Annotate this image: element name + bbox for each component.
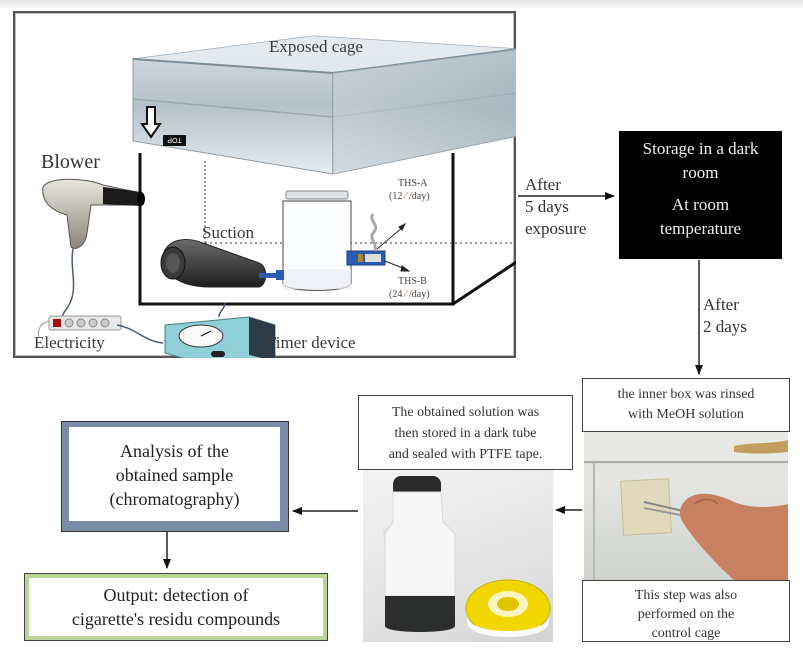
exposed-cage-label: Exposed cage bbox=[269, 37, 363, 56]
jar-icon bbox=[276, 190, 386, 292]
glass-lid bbox=[132, 35, 516, 175]
storage-line-2: room bbox=[682, 163, 719, 182]
storage-line-4: temperature bbox=[659, 219, 742, 238]
storage-edge-line-2: 2 days bbox=[703, 317, 747, 336]
analysis-box: Analysis of the obtained sample (chromat… bbox=[61, 421, 289, 532]
cage-frame bbox=[138, 153, 516, 306]
tube-photo-illustration bbox=[383, 476, 551, 637]
tube-caption-line-3: and sealed with PTFE tape. bbox=[388, 447, 543, 462]
exposure-edge-line-2: 5 days bbox=[525, 197, 569, 216]
ths-b-label: THS-B bbox=[398, 276, 427, 287]
exposure-duration-label: After 5 days exposure bbox=[525, 174, 586, 240]
top-bar bbox=[0, 0, 803, 8]
ths-b-rate-value: (24 bbox=[389, 289, 403, 300]
rinse-caption: the inner box was rinsed with MeOH solut… bbox=[582, 378, 790, 432]
rinse-note-line-2: performed on the bbox=[637, 607, 735, 622]
exposure-edge-line-1: After bbox=[525, 175, 561, 194]
storage-line-3: At room bbox=[671, 195, 730, 214]
ths-b-rate: (24 ⁄ /day) bbox=[389, 289, 430, 300]
output-box: Output: detection of cigarette's residu … bbox=[24, 573, 328, 641]
suction-pump-icon bbox=[160, 239, 281, 288]
top-arrow-icon: TOP bbox=[140, 106, 186, 146]
ths-a-rate-unit: /day) bbox=[409, 191, 430, 202]
cigarette-icon: ⁄ bbox=[404, 191, 407, 202]
rinse-caption-line-1: the inner box was rinsed bbox=[617, 387, 755, 402]
tube-step-card: The obtained solution was then stored in… bbox=[358, 395, 573, 642]
rinse-step-card: the inner box was rinsed with MeOH solut… bbox=[582, 378, 790, 642]
storage-duration-label: After 2 days bbox=[703, 294, 747, 338]
analysis-text: Analysis of the obtained sample (chromat… bbox=[69, 427, 280, 521]
exposure-setup-panel: TOP bbox=[13, 11, 516, 358]
timer-device-icon bbox=[164, 302, 276, 358]
rinse-caption-line-2: with MeOH solution bbox=[628, 407, 744, 422]
suction-label: Suction bbox=[202, 223, 254, 242]
power-strip-icon bbox=[38, 315, 164, 344]
rinse-photo bbox=[584, 432, 788, 580]
tube-photo bbox=[363, 470, 553, 642]
storage-box: Storage in a dark room At room temperatu… bbox=[619, 131, 782, 259]
exposure-edge-line-3: exposure bbox=[525, 219, 587, 238]
output-line-1: Output: detection of bbox=[103, 585, 249, 605]
ths-b-rate-unit: /day) bbox=[409, 289, 430, 300]
electricity-label: Electricity bbox=[34, 333, 105, 352]
rinse-note-line-3: control cage bbox=[651, 626, 721, 641]
output-line-2: cigarette's residu compounds bbox=[71, 609, 281, 629]
analysis-line-2: obtained sample bbox=[115, 465, 234, 485]
output-text: Output: detection of cigarette's residu … bbox=[29, 578, 323, 636]
timer-device-label: Timer device bbox=[266, 333, 356, 352]
rinse-note: This step was also performed on the cont… bbox=[582, 580, 790, 642]
analysis-line-1: Analysis of the bbox=[120, 441, 229, 461]
ths-arrows bbox=[370, 213, 411, 272]
tube-caption-line-2: then stored in a dark tube bbox=[394, 426, 537, 441]
tube-caption: The obtained solution was then stored in… bbox=[358, 395, 573, 470]
storage-line-1: Storage in a dark bbox=[642, 139, 759, 158]
ths-a-label: THS-A bbox=[398, 178, 428, 189]
ths-a-rate: (12 ⁄ /day) bbox=[389, 191, 430, 202]
setup-illustration: TOP bbox=[38, 35, 516, 358]
rinse-note-line-1: This step was also bbox=[634, 588, 738, 603]
storage-edge-line-1: After bbox=[703, 295, 739, 314]
analysis-line-3: (chromatography) bbox=[109, 489, 240, 509]
ths-a-rate-value: (12 bbox=[389, 191, 403, 202]
tube-caption-line-1: The obtained solution was bbox=[391, 405, 540, 420]
cigarette-icon: ⁄ bbox=[404, 289, 407, 300]
blower-label: Blower bbox=[41, 151, 100, 173]
top-marker-text: TOP bbox=[167, 136, 182, 143]
rinse-photo-illustration bbox=[584, 432, 788, 580]
